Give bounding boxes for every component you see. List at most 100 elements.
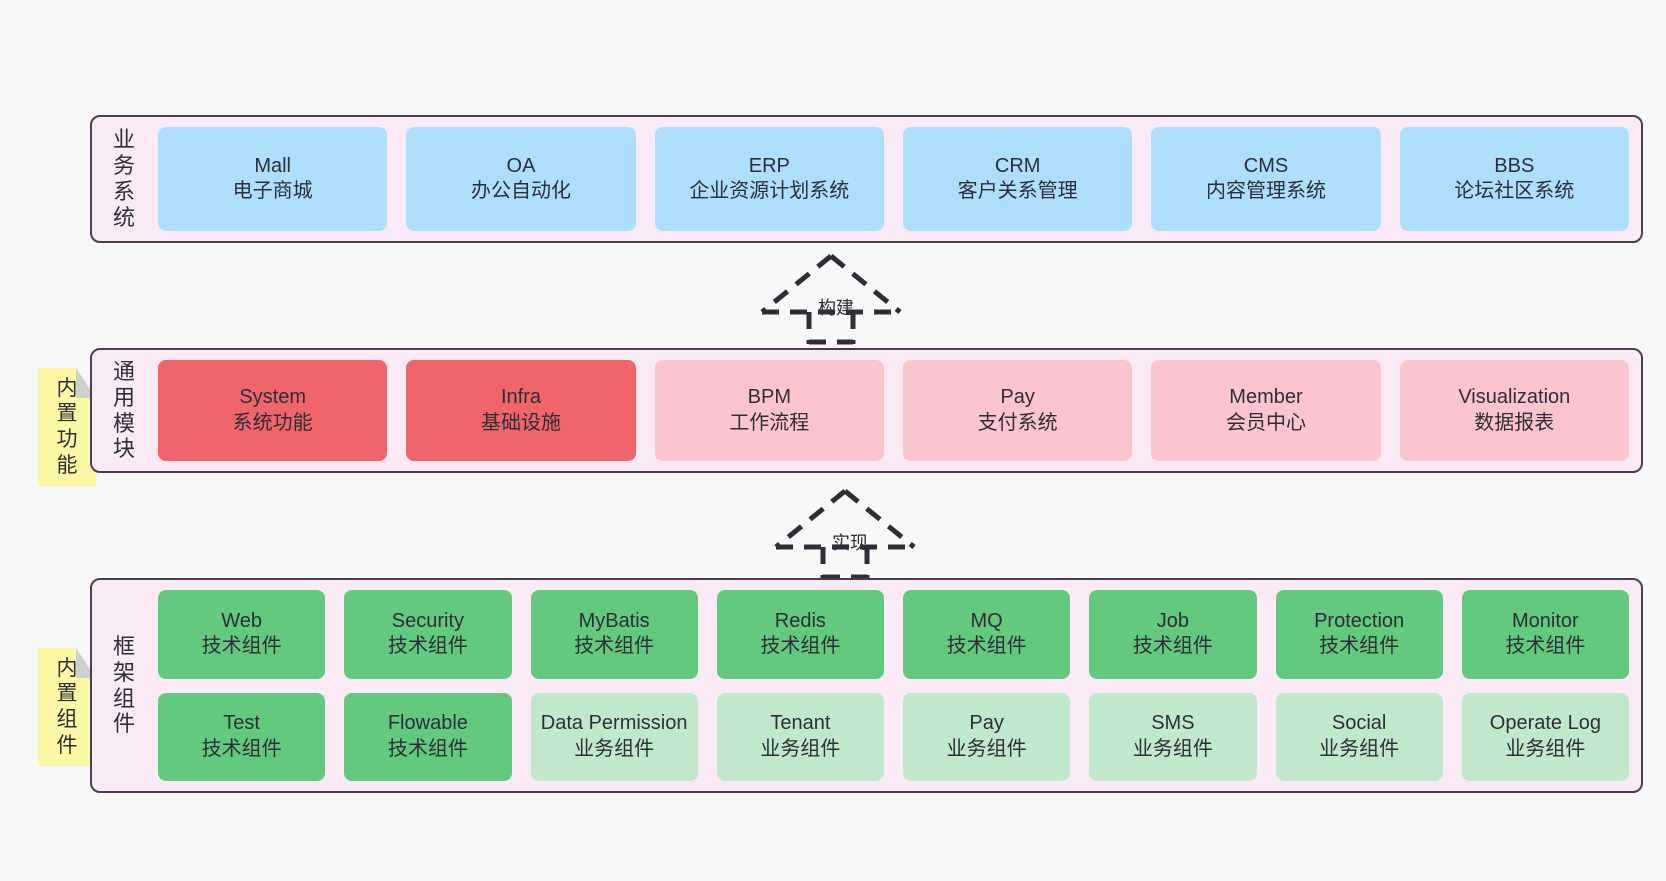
card-title: Redis <box>774 609 826 632</box>
card-bbs[interactable]: BBS 论坛社区系统 <box>1399 127 1629 231</box>
layer-label-char: 务 <box>112 153 135 179</box>
layer-label-char: 架 <box>112 659 135 685</box>
card-subtitle: 支付系统 <box>977 411 1058 434</box>
card-system[interactable]: System 系统功能 <box>158 360 388 461</box>
card-subtitle: 电子商城 <box>232 180 313 202</box>
card-subtitle: 技术组件 <box>1132 635 1213 658</box>
card-subtitle: 论坛社区系统 <box>1454 180 1575 202</box>
card-title: Operate Log <box>1489 712 1601 735</box>
card-title: Flowable <box>387 712 468 735</box>
layer-label-char: 业 <box>112 127 135 153</box>
card-subtitle: 企业资源计划系统 <box>689 180 850 202</box>
card-pay-module[interactable]: Pay 支付系统 <box>902 360 1133 461</box>
business-systems-cards: Mall 电子商城 OA 办公自动化 ERP 企业资源计划系统 CRM 客户关系… <box>144 127 1629 231</box>
layer-label-char: 框 <box>112 633 135 659</box>
card-subtitle: 业务组件 <box>1505 737 1586 760</box>
card-title: MQ <box>970 609 1003 632</box>
card-member[interactable]: Member 会员中心 <box>1151 360 1381 461</box>
card-mall[interactable]: Mall 电子商城 <box>158 127 388 231</box>
card-subtitle: 客户关系管理 <box>957 180 1078 202</box>
card-title: Tenant <box>770 712 831 735</box>
card-subtitle: 会员中心 <box>1225 411 1306 434</box>
card-subtitle: 技术组件 <box>1319 635 1400 658</box>
card-subtitle: 基础设施 <box>480 411 561 434</box>
card-subtitle: 技术组件 <box>201 737 282 760</box>
card-mq[interactable]: MQ 技术组件 <box>903 590 1071 679</box>
card-flowable[interactable]: Flowable 技术组件 <box>344 692 512 781</box>
card-social[interactable]: Social 业务组件 <box>1275 692 1443 781</box>
card-subtitle: 系统功能 <box>232 411 313 434</box>
card-title: CRM <box>994 154 1041 177</box>
connector-implement-glyph <box>774 489 916 580</box>
card-row: System 系统功能 Infra 基础设施 BPM 工作流程 Pay 支付系统… <box>158 360 1629 461</box>
layer-label-char: 模 <box>112 410 135 436</box>
card-job[interactable]: Job 技术组件 <box>1089 590 1257 679</box>
layer-label-business-systems: 业 务 系 统 <box>104 127 144 231</box>
card-bpm[interactable]: BPM 工作流程 <box>654 360 884 461</box>
layer-label-common-modules: 通 用 模 块 <box>104 358 144 462</box>
card-title: Mall <box>254 154 291 177</box>
card-title: Monitor <box>1512 609 1579 632</box>
card-subtitle: 技术组件 <box>574 635 655 658</box>
note-builtin-function: 内 置 功 能 <box>38 368 96 486</box>
card-operate-log[interactable]: Operate Log 业务组件 <box>1461 692 1629 781</box>
card-row: Test 技术组件 Flowable 技术组件 Data Permission … <box>158 692 1629 781</box>
card-subtitle: 工作流程 <box>729 411 810 434</box>
card-subtitle: 技术组件 <box>387 737 468 760</box>
card-data-permission[interactable]: Data Permission 业务组件 <box>530 692 698 781</box>
card-title: Pay <box>969 712 1004 735</box>
card-monitor[interactable]: Monitor 技术组件 <box>1461 590 1629 679</box>
card-subtitle: 业务组件 <box>574 737 655 760</box>
card-visualization[interactable]: Visualization 数据报表 <box>1399 360 1629 461</box>
card-subtitle: 业务组件 <box>760 737 841 760</box>
card-subtitle: 办公自动化 <box>470 180 571 202</box>
layer-label-char: 通 <box>112 358 135 384</box>
layer-label-char: 统 <box>112 204 135 230</box>
card-crm[interactable]: CRM 客户关系管理 <box>902 127 1133 231</box>
card-redis[interactable]: Redis 技术组件 <box>716 590 884 679</box>
card-cms[interactable]: CMS 内容管理系统 <box>1151 127 1381 231</box>
card-title: Security <box>391 609 464 632</box>
layer-label-char: 块 <box>112 436 135 462</box>
layer-framework-components: 框 架 组 件 Web 技术组件 Security 技术组件 MyBatis 技… <box>90 578 1643 793</box>
card-sms[interactable]: SMS 业务组件 <box>1089 692 1257 781</box>
card-title: SMS <box>1151 712 1195 735</box>
card-test[interactable]: Test 技术组件 <box>158 692 326 781</box>
card-subtitle: 数据报表 <box>1474 411 1555 434</box>
note-char: 组 <box>56 708 78 731</box>
card-subtitle: 业务组件 <box>1132 737 1213 760</box>
connector-implement-label: 实现 <box>832 533 868 553</box>
card-erp[interactable]: ERP 企业资源计划系统 <box>654 127 884 231</box>
card-title: Test <box>223 712 260 735</box>
card-title: Infra <box>500 386 541 409</box>
note-char: 置 <box>56 682 78 706</box>
card-title: CMS <box>1243 154 1289 177</box>
note-char: 能 <box>56 453 78 477</box>
note-builtin-component: 内 置 组 件 <box>38 648 96 766</box>
card-oa[interactable]: OA 办公自动化 <box>406 127 636 231</box>
card-subtitle: 技术组件 <box>946 635 1027 658</box>
card-security[interactable]: Security 技术组件 <box>344 590 512 679</box>
card-subtitle: 技术组件 <box>760 635 841 658</box>
card-subtitle: 内容管理系统 <box>1205 180 1326 202</box>
connector-implement: 实现 <box>770 487 920 580</box>
card-title: Visualization <box>1458 386 1571 409</box>
connector-build: 构建 <box>756 252 906 345</box>
card-mybatis[interactable]: MyBatis 技术组件 <box>530 590 698 679</box>
card-title: OA <box>506 154 536 177</box>
card-tenant[interactable]: Tenant 业务组件 <box>716 692 884 781</box>
card-protection[interactable]: Protection 技术组件 <box>1275 590 1443 679</box>
card-subtitle: 业务组件 <box>1319 737 1400 760</box>
card-web[interactable]: Web 技术组件 <box>158 590 326 679</box>
card-subtitle: 技术组件 <box>387 635 468 658</box>
card-subtitle: 技术组件 <box>1505 635 1586 658</box>
card-title: MyBatis <box>578 609 650 632</box>
card-title: Job <box>1156 609 1189 632</box>
layer-label-framework-components: 框 架 组 件 <box>104 590 144 781</box>
card-infra[interactable]: Infra 基础设施 <box>406 360 636 461</box>
common-modules-cards: System 系统功能 Infra 基础设施 BPM 工作流程 Pay 支付系统… <box>144 360 1629 461</box>
card-pay-component[interactable]: Pay 业务组件 <box>903 692 1071 781</box>
framework-components-cards: Web 技术组件 Security 技术组件 MyBatis 技术组件 Redi… <box>144 590 1629 781</box>
note-char: 内 <box>56 376 78 400</box>
layer-label-char: 件 <box>112 711 135 737</box>
